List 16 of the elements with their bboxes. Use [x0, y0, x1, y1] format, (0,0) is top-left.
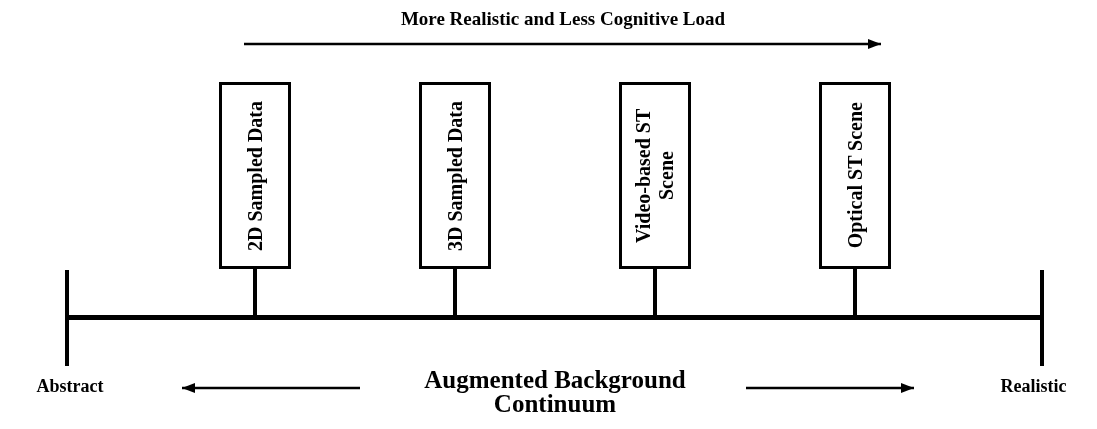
category-label: Video-based ST Scene	[632, 107, 678, 245]
direction-label: More Realistic and Less Cognitive Load	[399, 8, 727, 30]
category-box	[219, 82, 291, 269]
axis-title: Augmented Background Continuum	[423, 368, 687, 416]
category-label: 3D Sampled Data	[443, 100, 467, 251]
category-label: 2D Sampled Data	[243, 100, 267, 251]
category-box	[419, 82, 491, 269]
connector-line	[453, 269, 457, 315]
category-label: Optical ST Scene	[843, 102, 867, 249]
end-label: Abstract	[35, 376, 105, 397]
category-box	[619, 82, 691, 269]
category-box	[819, 82, 891, 269]
end-label: Realistic	[999, 376, 1068, 397]
connector-line	[253, 269, 257, 315]
connector-line	[653, 269, 657, 315]
connector-line	[853, 269, 857, 315]
